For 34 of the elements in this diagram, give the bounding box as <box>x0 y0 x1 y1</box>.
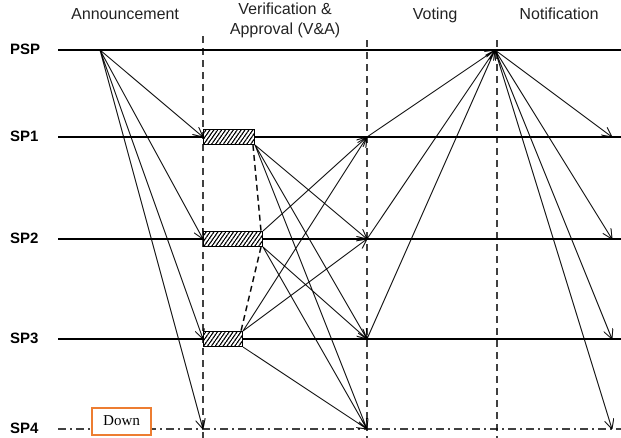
dashed-line <box>240 246 262 332</box>
arrow <box>254 144 368 430</box>
status-label: Down <box>91 407 152 436</box>
arrow <box>366 50 496 138</box>
phase-heading: Notification <box>518 5 600 25</box>
arrow <box>494 50 614 430</box>
arrow <box>262 246 368 340</box>
arrow <box>242 346 368 430</box>
arrow <box>494 50 612 138</box>
arrow <box>100 50 204 138</box>
lifeline: PSP <box>10 43 621 57</box>
arrow <box>242 136 368 332</box>
hatched-box <box>203 129 255 145</box>
arrow <box>494 50 614 340</box>
arrow <box>254 144 368 340</box>
arrow <box>242 238 368 332</box>
dashed-line <box>252 144 262 232</box>
arrow <box>262 246 368 430</box>
lifeline: SP1 <box>10 130 621 144</box>
arrow <box>366 50 496 240</box>
arrow <box>100 50 206 430</box>
phase-heading: Voting <box>412 5 458 25</box>
arrow <box>100 50 205 340</box>
arrow <box>494 50 612 240</box>
arrow <box>100 50 204 240</box>
lifeline: SP3 <box>10 332 621 346</box>
phase-heading: Verification & Approval (V&A) <box>228 0 342 40</box>
hatched-box <box>203 331 243 347</box>
lifeline: SP2 <box>10 232 621 246</box>
hatched-box <box>203 231 263 247</box>
arrow <box>366 50 496 340</box>
arrow <box>262 136 368 232</box>
phase-heading: Announcement <box>70 5 180 25</box>
arrow <box>254 144 368 240</box>
